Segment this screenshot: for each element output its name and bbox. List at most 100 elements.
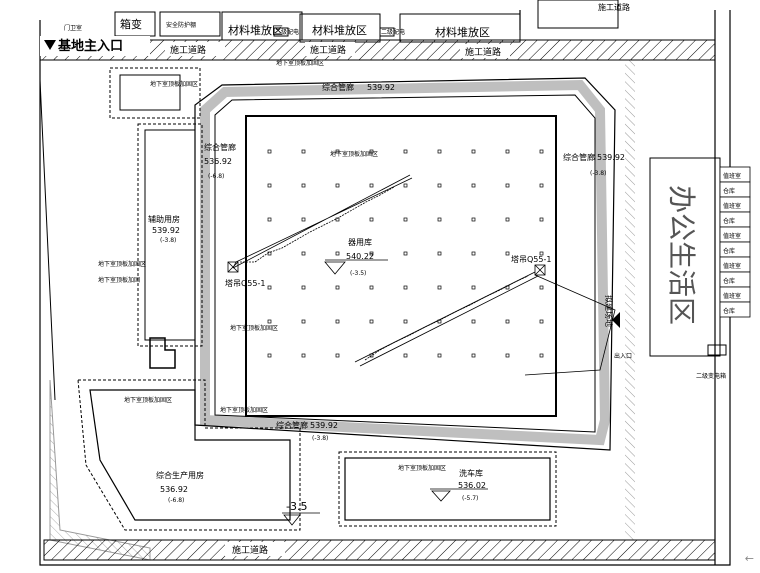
column-marker	[471, 353, 476, 358]
column-marker	[335, 251, 340, 256]
pipe-right-elev: 539.92	[597, 153, 625, 162]
aux-building	[137, 123, 203, 369]
column-marker	[267, 319, 272, 324]
pipe-gallery-ring	[194, 77, 616, 451]
column-marker	[301, 319, 306, 324]
strip-item-2: 安全防护棚	[166, 21, 196, 29]
column-marker	[505, 149, 510, 154]
production-building	[49, 379, 301, 561]
column-marker	[539, 183, 544, 188]
column-marker	[403, 285, 408, 290]
column-marker	[335, 149, 340, 154]
production-name: 综合生产用房	[156, 470, 204, 480]
column-marker	[267, 285, 272, 290]
column-marker	[301, 217, 306, 222]
entrance-small-label: 门卫室	[64, 24, 82, 32]
tower-crane-2	[354, 264, 616, 376]
column-marker	[301, 251, 306, 256]
note-3: 地下室顶板加固	[98, 276, 140, 284]
strip-item-7: 材料堆放区	[435, 25, 490, 39]
transformer-box	[707, 344, 727, 356]
column-marker	[539, 149, 544, 154]
garage-elev: 536.02	[458, 481, 486, 490]
crane2-label: 塔吊Q55-1	[511, 254, 551, 264]
column-marker	[403, 217, 408, 222]
column-marker	[267, 353, 272, 358]
note-2: 地下室顶板加固区	[98, 260, 146, 268]
gate-label: 出入口	[614, 352, 632, 360]
warehouse-elev: 540.22	[346, 252, 374, 261]
back-arrow-icon[interactable]: ←	[744, 552, 754, 565]
camp-room-box	[719, 301, 751, 318]
column-marker	[471, 319, 476, 324]
column-marker	[539, 285, 544, 290]
column-marker	[505, 183, 510, 188]
column-marker	[335, 183, 340, 188]
column-marker	[539, 217, 544, 222]
column-marker	[437, 251, 442, 256]
small-building-top-left	[109, 67, 201, 119]
tower-crane-1	[227, 174, 413, 273]
column-marker	[403, 251, 408, 256]
column-marker	[267, 149, 272, 154]
note-9: 地下室顶板加固区	[276, 59, 324, 67]
column-marker	[267, 251, 272, 256]
column-marker	[301, 353, 306, 358]
aux-name: 辅助用房	[148, 214, 180, 224]
pipe-bottom-elev: 539.92	[310, 421, 338, 430]
pipe-right-name: 综合管廊	[563, 152, 595, 162]
bottom-elev: -3.5	[286, 500, 307, 513]
entrance-label: 基地主入口	[57, 38, 123, 54]
column-marker	[437, 217, 442, 222]
column-grid	[267, 149, 544, 358]
column-marker	[369, 285, 374, 290]
camp-room-label: 仓库	[723, 247, 735, 255]
note-7: 地下室顶板加固区	[398, 464, 446, 472]
column-marker	[403, 149, 408, 154]
camp-vertical-label: 办公生活区	[665, 185, 698, 325]
column-marker	[505, 319, 510, 324]
column-marker	[369, 217, 374, 222]
column-marker	[437, 149, 442, 154]
pipe-left-elev: 536.92	[204, 157, 232, 166]
road-label-top-right: 施工道路	[465, 46, 501, 58]
pipe-top-name: 综合管廊	[322, 82, 354, 92]
crane1-label: 塔吊Q55-1	[225, 278, 265, 288]
column-marker	[403, 183, 408, 188]
camp-room-label: 仓库	[723, 187, 735, 195]
camp-room-label: 值班室	[723, 262, 741, 270]
main-warehouse	[245, 115, 557, 417]
column-marker	[505, 353, 510, 358]
camp-room-label: 仓库	[723, 217, 735, 225]
top-storage-strip	[114, 0, 619, 43]
column-marker	[403, 319, 408, 324]
strip-item-6: 二级配电	[381, 28, 405, 36]
note-4: 地下室顶板加固区	[330, 150, 378, 158]
top-road	[39, 36, 716, 61]
column-marker	[403, 353, 408, 358]
camp-room-label: 仓库	[723, 277, 735, 285]
column-marker	[437, 353, 442, 358]
column-marker	[471, 251, 476, 256]
column-marker	[335, 353, 340, 358]
bottom-road	[43, 539, 716, 561]
strip-item-3: 材料堆放区	[228, 23, 283, 37]
column-marker	[471, 149, 476, 154]
column-marker	[301, 149, 306, 154]
note-8: 地下室顶板加固区	[230, 324, 278, 332]
column-marker	[369, 183, 374, 188]
camp-room-label: 值班室	[723, 202, 741, 210]
note-1: 地下室顶板加固区	[150, 80, 198, 88]
column-marker	[539, 353, 544, 358]
strip-item-1: 箱变	[120, 17, 142, 31]
road-label-top-left: 施工道路	[170, 44, 206, 56]
strip-item-4: 二级配电	[275, 28, 299, 36]
entrance-arrow-icon	[44, 40, 56, 50]
column-marker	[369, 319, 374, 324]
column-marker	[437, 183, 442, 188]
column-marker	[267, 183, 272, 188]
column-marker	[335, 319, 340, 324]
pipe-left-depth: (-6.8)	[208, 173, 224, 180]
